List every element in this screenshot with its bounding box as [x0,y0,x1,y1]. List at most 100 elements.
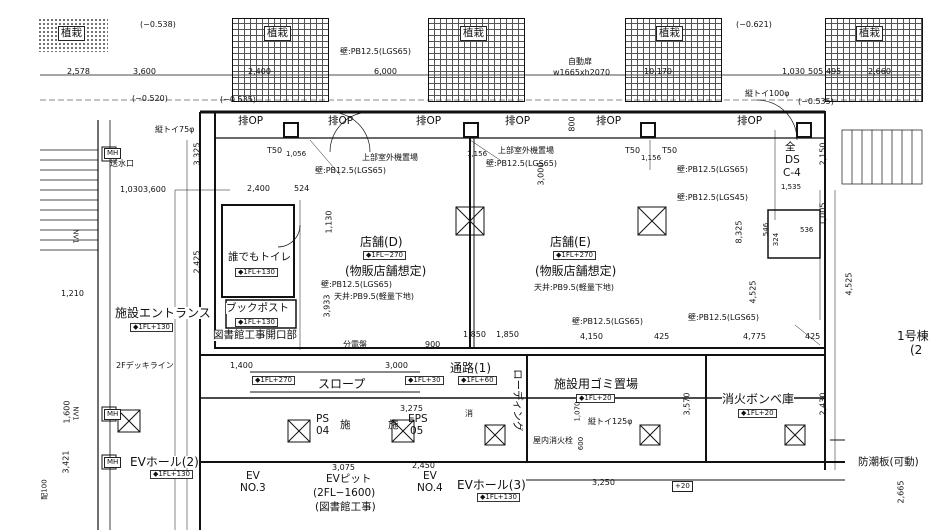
hydrant-label: 屋内消火栓 [533,436,573,445]
store-d-wall: 壁:PB12.5(LGS65) [321,280,392,289]
ev3-number: NO.3 [240,482,266,494]
dimension: 800 [567,116,577,132]
dimension: 495 [826,67,842,76]
shi-label: 施 [340,419,351,431]
level-note: (−0.535) [220,95,256,104]
toilet-level: ◆1FL+130 [235,268,278,277]
exhaust-label: 排OP [416,115,442,127]
planter-label-2: 植栽 [264,26,291,41]
dimension: 3,075 [332,463,355,472]
dimension: 2,450 [412,461,435,470]
store-d-title: 店舗(D) [360,235,403,249]
shou-label: 消 [465,409,473,418]
auto-door-title: 自動扉 [568,57,592,66]
pipe-label: 配100 [40,479,49,500]
nv-label: NV1 [71,406,80,421]
dimension: 2,400 [247,184,270,193]
dimension: 900 [425,340,441,349]
dimension: 1,156 [641,154,662,162]
slope-level: ◆1FL+30 [405,376,444,385]
dimension: 4,525 [844,272,854,296]
manhole-label: MH [104,148,122,159]
water-outlet-label: 送水口 [110,159,134,168]
library-work-label: (図書館工事) [315,501,376,513]
dimension: 2,660 [868,67,891,76]
ps-number: 04 [316,425,330,437]
dimension: 505 [808,67,824,76]
dimension: 536 [800,226,814,234]
wall-spec: 壁:PB12.5(LGS65) [486,159,557,168]
passage-level: ◆1FL+60 [458,376,497,385]
auto-door-size: w1665xh2070 [553,68,611,77]
passage-label: 通路(1) [450,361,491,375]
dimension: 1,030 [782,67,805,76]
deck-line-label: 2Fデッキライン [116,361,174,370]
store-e-ceiling: 天井:PB9.5(軽量下地) [534,283,614,292]
dimension: 1,070 [573,401,582,422]
store-e-level: ◆1FL+270 [553,251,596,260]
exhaust-label: 排OP [737,115,763,127]
dimension: 2,578 [67,67,90,76]
ev4-label: EV [423,470,437,482]
downpipe-note: 縦トイ100φ [745,89,790,98]
dimension: 2,150 [818,142,828,166]
dimension: 425 [654,332,670,341]
wall-spec: 壁:PB12.5(LGS65) [340,47,411,56]
dimension: 10,170 [644,67,672,76]
building-1-label: 1号棟 [897,329,929,343]
dimension: 1,130 [324,210,334,234]
downpipe-note: 縦トイ125φ [588,417,633,426]
dimension: 3,000 [385,361,408,370]
loading-label: ローディング [511,369,524,432]
eps-label: EPS [408,413,428,425]
entrance-label: 施設エントランス [115,306,211,320]
wall-spec: 壁:PB12.5(LGS65) [315,166,386,175]
dimension: 1,156 [467,150,488,158]
garbage-room-label: 施設用ゴミ置場 [554,377,639,391]
dimension: 3,600 [143,185,166,194]
dimension: 2,430 [818,392,828,416]
fire-cylinder-level: ◆1FL+20 [738,409,777,418]
dimension: 546 [762,222,771,237]
dimension: 1,850 [463,330,486,339]
dimension: 1,005 [818,202,828,226]
shi-label: 施 [388,419,399,431]
store-d-use: (物販店舗想定) [345,264,427,278]
slope-label: スロープ [318,377,366,391]
wall-spec: 壁:PB12.5(LGS65) [677,165,748,174]
dimension: 2,400 [248,67,271,76]
dimension: 3,933 [322,294,332,318]
garbage-room-level: ◆1FL+20 [576,394,615,403]
ev-pit-level: (2FL−1600) [313,487,376,499]
ev-hall-2-level: ◆1FL+130 [150,470,193,479]
bookpost-label: ブックポスト [226,302,289,314]
ev-pit-label: EVピット [326,473,372,485]
ev4-number: NO.4 [417,482,443,494]
dimension: 3,000 [536,162,546,186]
dimension: 3,250 [592,478,615,487]
ev-hall-2-label: EVホール(2) [130,455,199,469]
entrance-level: ◆1FL+130 [130,323,173,332]
level-box: +20 [672,481,693,492]
outdoor-unit-label: 上部室外機置場 [362,153,418,162]
wall-spec: 壁:PB12.5(LGS65) [688,313,759,322]
ds-label: C-4 [783,167,801,179]
dimension: 4,150 [580,332,603,341]
fire-cylinder-label: 消火ボンベ庫 [722,392,795,406]
toilet-label: 誰でもトイレ [228,251,291,263]
dimension: 3,275 [400,404,423,413]
dimension: 4,525 [748,280,758,304]
level-note: (−0.520) [132,94,168,103]
ds-label: DS [785,154,800,166]
dimension: 3,570 [682,392,692,416]
dimension: 600 [577,436,586,451]
dimension: 324 [772,232,781,247]
library-opening-label: 図書館工事開口部 [213,329,297,341]
level-note: (−0.535) [798,97,834,106]
dimension: 1,400 [230,361,253,370]
dimension: 3,600 [133,67,156,76]
planter-label-4: 植栽 [656,26,683,41]
store-e-title: 店舗(E) [550,235,591,249]
dimension: 1,850 [496,330,519,339]
